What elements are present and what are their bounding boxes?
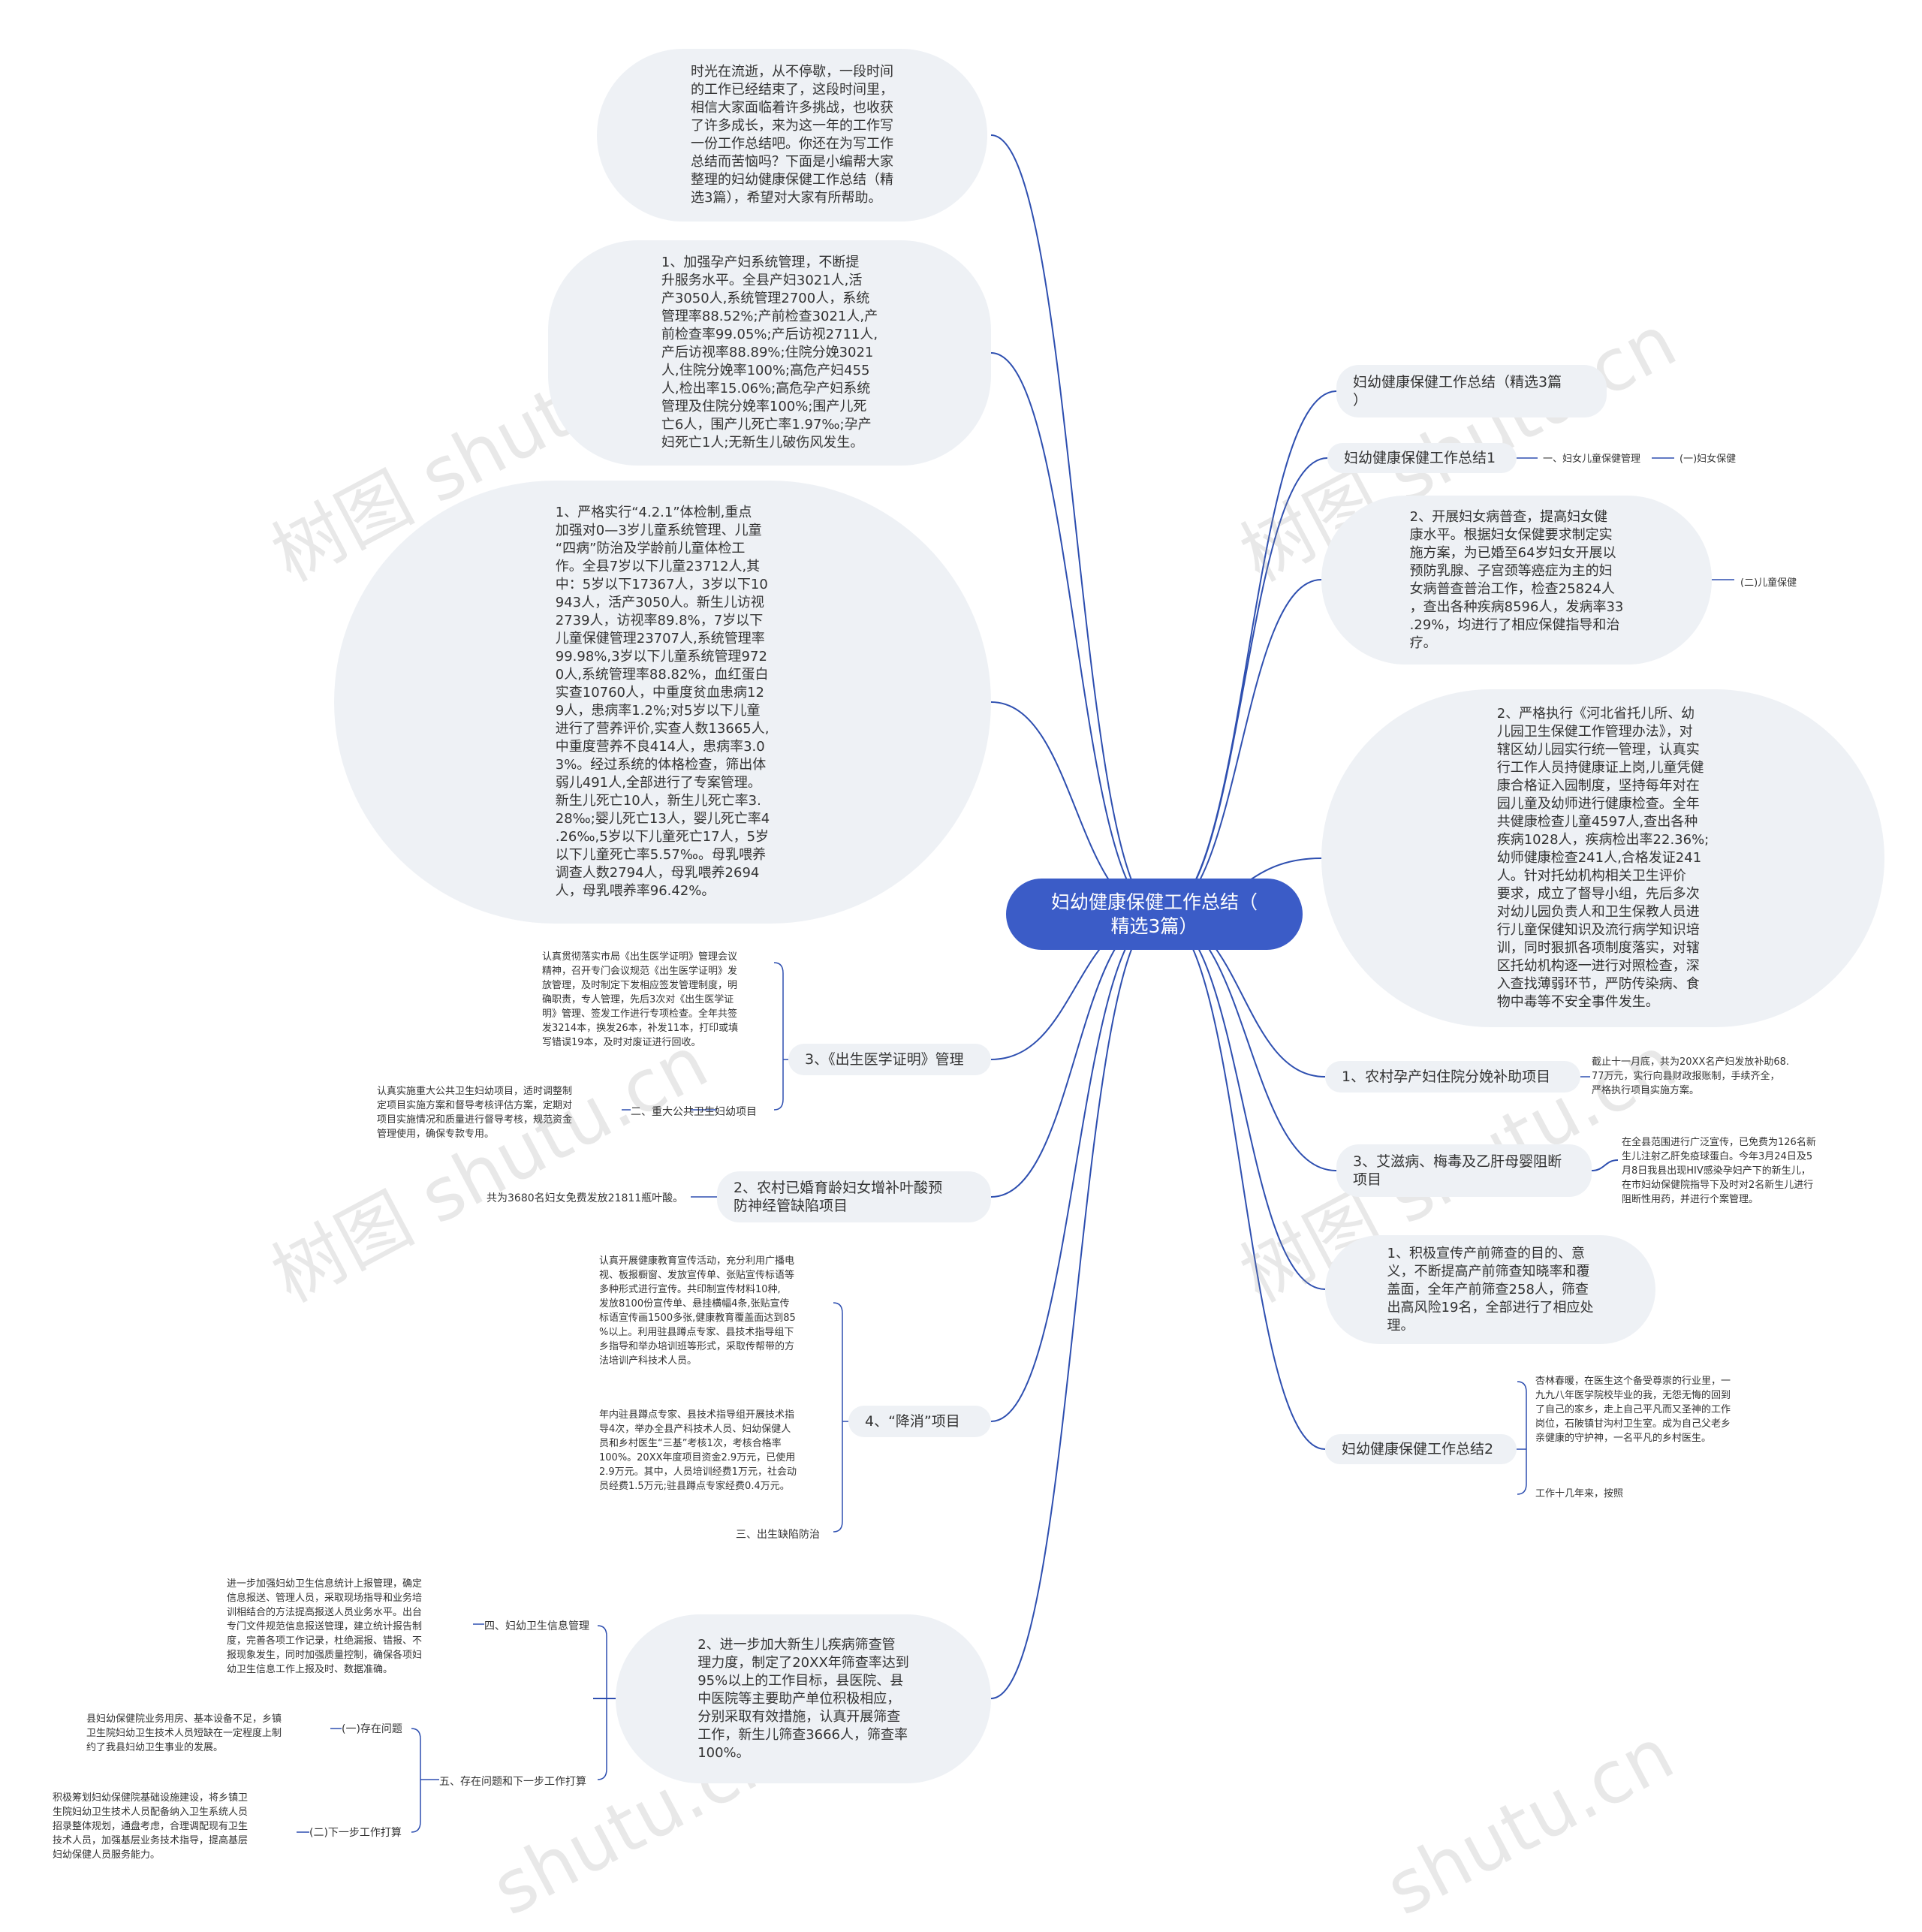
newborn-screen-bubble[interactable]: 2、进一步加大新生儿疾病筛查管 理力度，制定了20XX年筛查率达到 95%以上的… — [616, 1614, 991, 1783]
summary1-label: 妇幼健康保健工作总结1 — [1344, 450, 1496, 466]
child-mgmt-bubble[interactable]: 1、严格实行“4.2.1”体检制,重点 加强对0—3岁儿童系统管理、儿童 “四病… — [334, 481, 991, 924]
major-project-detail: 认真实施重大公共卫生妇幼项目，适时调整制 定项目实施方案和督导考核评估方案，定期… — [377, 1086, 573, 1140]
major-project-node[interactable]: 二、重大公共卫生妇幼项目 — [631, 1106, 757, 1118]
link-title — [1159, 390, 1337, 915]
women-care-node[interactable]: (一)妇女保健 — [1679, 454, 1737, 465]
info-mgmt-node[interactable]: 四、妇幼卫生信息管理 — [484, 1620, 589, 1632]
bracket-problems — [411, 1728, 439, 1833]
jiangxiao-label: 4、“降消”项目 — [865, 1413, 960, 1430]
prenatal-screen-bubble[interactable]: 1、积极宣传产前筛查的目的、意 义，不断提高产前筛查知晓率和覆 盖面，全年产前筛… — [1325, 1235, 1655, 1344]
summary2-node[interactable]: 妇幼健康保健工作总结2 — [1325, 1434, 1517, 1464]
problems-node[interactable]: 五、存在问题和下一步工作打算 — [439, 1776, 586, 1788]
folic-node[interactable]: 2、农村已婚育龄妇女增补叶酸预 防神经管缺陷项目 — [717, 1171, 991, 1222]
summary2-label: 妇幼健康保健工作总结2 — [1342, 1441, 1494, 1457]
child-mgmt-text: 1、严格实行“4.2.1”体检制,重点 加强对0—3岁儿童系统管理、儿童 “四病… — [555, 505, 770, 899]
newborn-screen-text: 2、进一步加大新生儿疾病筛查管 理力度，制定了20XX年筛查率达到 95%以上的… — [697, 1636, 909, 1761]
birth-cert-detail: 认真贯彻落实市局《出生医学证明》管理会议 精神，召开专门会议规范《出生医学证明》… — [542, 951, 739, 1048]
info-mgmt-detail: 进一步加强妇幼卫生信息统计上报管理，确定 信息报送、管理人员，采取现场指导和业务… — [227, 1578, 423, 1675]
next-plan-detail: 积极筹划妇幼保健院基础设施建设，将乡镇卫 生院妇幼卫生技术人员配备纳入卫生系统人… — [53, 1792, 249, 1861]
link-newborn — [990, 914, 1161, 1699]
kindergarten-bubble[interactable]: 2、严格执行《河北省托儿所、幼 儿园卫生保健工作管理办法》，对 辖区幼儿园实行统… — [1321, 689, 1884, 1027]
bracket-summary2 — [1517, 1381, 1527, 1495]
summary2-detail-1: 杏林春暖，在医生这个备受尊崇的行业里，一 九九八年医学院校毕业的我，无怨无悔的回… — [1535, 1376, 1731, 1444]
link-intro — [990, 134, 1161, 915]
issues-node[interactable]: (一)存在问题 — [342, 1723, 402, 1735]
birth-cert-label: 3、《出生医学证明》管理 — [805, 1051, 964, 1068]
link-aids-detail — [1591, 1159, 1619, 1171]
birth-cert-node[interactable]: 3、《出生医学证明》管理 — [788, 1044, 991, 1075]
gyn-screen-bubble[interactable]: 2、开展妇女病普查，提高妇女健 康水平。根据妇女保健要求制定实 施方案，为已婚至… — [1321, 496, 1712, 665]
link-pregnant — [990, 352, 1161, 915]
link-aids — [1159, 914, 1337, 1171]
jiangxiao-detail-2: 年内驻县蹲点专家、县技术指导组开展技术指 导4次，举办全县产科技术人员、妇幼保健… — [599, 1409, 797, 1492]
aids-detail: 在全县范围进行广泛宣传，已免费为126名新 生儿注射乙肝免疫球蛋白。今年3月24… — [1622, 1137, 1816, 1205]
pregnant-mgmt-text: 1、加强孕产妇系统管理，不断提 升服务水平。全县产妇3021人,活 产3050人… — [661, 255, 878, 451]
rural-birth-node[interactable]: 1、农村孕产妇住院分娩补助项目 — [1325, 1061, 1580, 1093]
women-child-mgmt-node[interactable]: 一、妇女儿童保健管理 — [1543, 454, 1641, 465]
child-care-node[interactable]: (二)儿童保健 — [1740, 577, 1797, 589]
summary2-detail-2: 工作十几年来，按照 — [1535, 1488, 1624, 1499]
bracket-birth-cert — [773, 962, 788, 1111]
bracket-newborn — [597, 1625, 616, 1780]
intro-bubble[interactable]: 时光在流逝，从不停歇，一段时间 的工作已经结束了，这段时间里， 相信大家面临着许… — [597, 49, 987, 222]
title-node[interactable]: 妇幼健康保健工作总结（精选3篇 ） — [1336, 365, 1607, 417]
aids-label: 3、艾滋病、梅毒及乙肝母婴阻断 项目 — [1353, 1153, 1562, 1188]
intro-text: 时光在流逝，从不停歇，一段时间 的工作已经结束了，这段时间里， 相信大家面临着许… — [691, 64, 893, 206]
jiangxiao-node[interactable]: 4、“降消”项目 — [848, 1406, 991, 1437]
defect-node[interactable]: 三、出生缺陷防治 — [736, 1529, 820, 1541]
link-folic — [990, 914, 1161, 1198]
link-summary1 — [1159, 457, 1328, 915]
root-topic[interactable]: 妇幼健康保健工作总结（ 精选3篇） — [1006, 879, 1303, 950]
folic-detail: 共为3680名妇女免费发放21811瓶叶酸。 — [487, 1192, 684, 1204]
title-label: 妇幼健康保健工作总结（精选3篇 ） — [1353, 374, 1562, 408]
issues-detail: 县妇幼保健院业务用房、基本设备不足，乡镇 卫生院妇幼卫生技术人员短缺在一定程度上… — [86, 1713, 282, 1753]
link-prenatal — [1159, 914, 1326, 1290]
kindergarten-text: 2、严格执行《河北省托儿所、幼 儿园卫生保健工作管理办法》，对 辖区幼儿园实行统… — [1496, 706, 1710, 1010]
aids-node[interactable]: 3、艾滋病、梅毒及乙肝母婴阻断 项目 — [1336, 1144, 1592, 1197]
jiangxiao-detail-1: 认真开展健康教育宣传活动，充分利用广播电 视、板报橱窗、发放宣传单、张贴宣传标语… — [599, 1255, 796, 1367]
rural-birth-detail: 截止十一月底，共为20XX名产妇发放补助68. 77万元，实行向县财政报账制，手… — [1592, 1056, 1790, 1096]
summary1-node[interactable]: 妇幼健康保健工作总结1 — [1327, 443, 1517, 473]
rural-birth-label: 1、农村孕产妇住院分娩补助项目 — [1342, 1068, 1551, 1085]
gyn-screen-text: 2、开展妇女病普查，提高妇女健 康水平。根据妇女保健要求制定实 施方案，为已婚至… — [1409, 508, 1624, 651]
link-gyn — [1159, 579, 1322, 915]
prenatal-screen-text: 1、积极宣传产前筛查的目的、意 义，不断提高产前筛查知晓率和覆 盖面，全年产前筛… — [1387, 1245, 1594, 1334]
pregnant-mgmt-bubble[interactable]: 1、加强孕产妇系统管理，不断提 升服务水平。全县产妇3021人,活 产3050人… — [548, 240, 991, 466]
bracket-jiangxiao — [833, 1302, 848, 1533]
folic-label: 2、农村已婚育龄妇女增补叶酸预 防神经管缺陷项目 — [734, 1180, 943, 1214]
next-plan-node[interactable]: (二)下一步工作打算 — [309, 1827, 402, 1839]
link-jiangxiao — [990, 914, 1161, 1422]
